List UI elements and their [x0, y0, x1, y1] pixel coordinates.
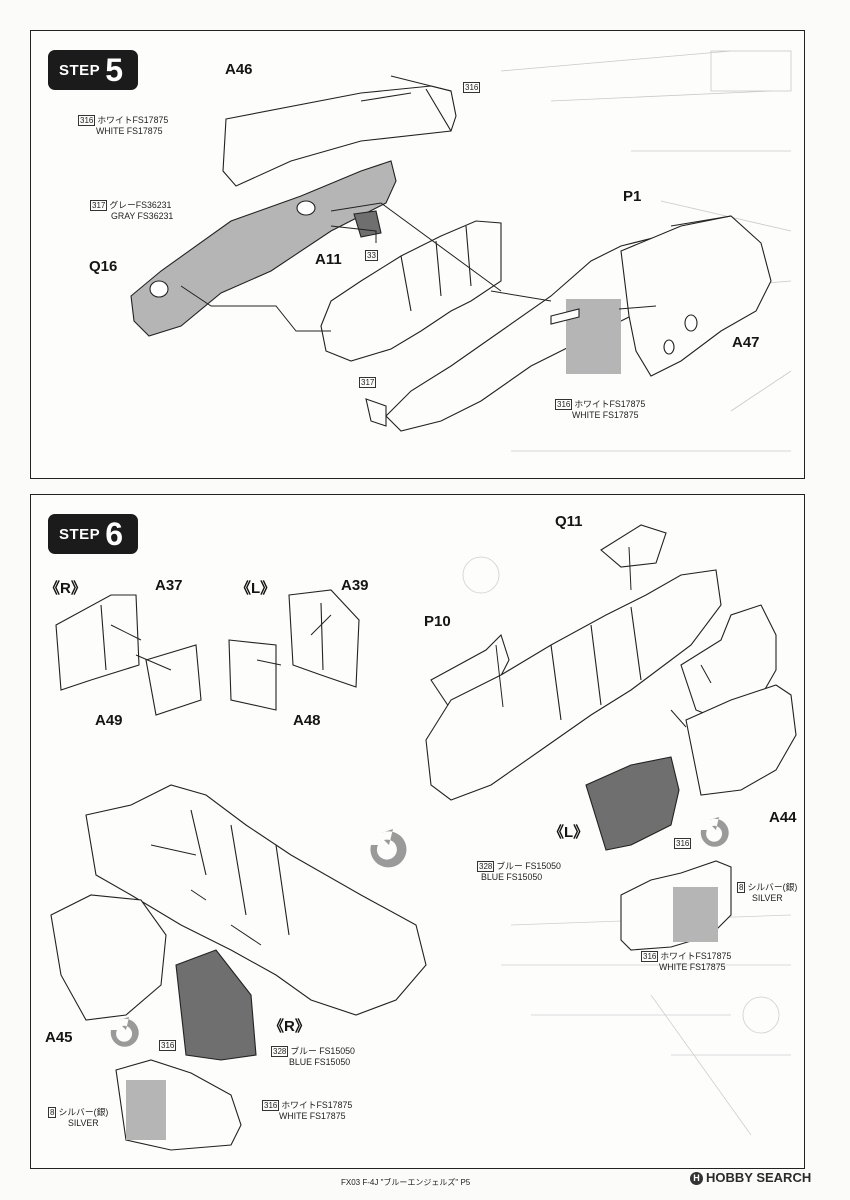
part-label-p1: P1 — [623, 188, 642, 205]
paint-name-en: WHITE FS17875 — [572, 410, 639, 421]
side-label-left: 《L》 — [236, 580, 276, 597]
paint-code: 316 — [159, 1040, 177, 1051]
paint-name-jp: ホワイトFS17875 — [660, 951, 732, 961]
part-label-a47: A47 — [732, 334, 760, 351]
part-label-a11: A11 — [315, 251, 342, 268]
part-label-a48: A48 — [293, 712, 321, 729]
side-label-right: 《R》 — [45, 580, 86, 597]
paint-code: 328 — [477, 861, 495, 873]
paint-code: 33 — [365, 250, 378, 261]
step-number: 6 — [105, 516, 123, 552]
step-5-badge: STEP 5 — [48, 50, 138, 90]
part-label-a39: A39 — [341, 577, 369, 594]
side-label-left: 《L》 — [549, 824, 589, 841]
registered-icon: H — [690, 1172, 703, 1186]
paint-name-jp: グレーFS36231 — [109, 200, 172, 210]
paint-name-jp: ホワイトFS17875 — [574, 399, 646, 409]
side-label-right: 《R》 — [269, 1018, 310, 1035]
paint-name-en: GRAY FS36231 — [111, 211, 174, 222]
part-label-a46: A46 — [225, 61, 253, 78]
part-label-q16: Q16 — [89, 258, 118, 275]
paint-code: 316 — [641, 951, 659, 963]
paint-name-en: WHITE FS17875 — [279, 1111, 346, 1122]
paint-name-en: WHITE FS17875 — [659, 962, 726, 973]
part-label-a45: A45 — [45, 1029, 73, 1046]
part-label-a49: A49 — [95, 712, 123, 729]
paint-code: 328 — [271, 1046, 289, 1058]
part-label-a44: A44 — [769, 809, 797, 826]
step-label: STEP — [59, 525, 101, 543]
paint-name-en: BLUE FS15050 — [481, 872, 543, 883]
step-5-illustration — [130, 50, 792, 452]
step-6-panel: STEP 6 《R》 A37 《L》 A39 A49 A48 Q11 P10 A… — [30, 494, 805, 1169]
paint-name-en: BLUE FS15050 — [289, 1057, 351, 1068]
paint-name-jp: ホワイトFS17875 — [97, 115, 169, 125]
part-label-a37: A37 — [155, 577, 183, 594]
paint-name-en: SILVER — [68, 1118, 99, 1129]
paint-code: 8 — [48, 1107, 57, 1119]
paint-name-jp: ホワイトFS17875 — [281, 1100, 353, 1110]
paint-name-jp: ブルー FS15050 — [290, 1046, 355, 1056]
watermark-text: HOBBY SEARCH — [706, 1170, 812, 1185]
paint-name-jp: シルバー(銀) — [747, 882, 798, 892]
step-6-badge: STEP 6 — [48, 514, 138, 554]
step-6-illustration — [50, 524, 797, 1151]
step-label: STEP — [59, 61, 101, 79]
paint-name-en: SILVER — [752, 893, 783, 904]
step-number: 5 — [105, 52, 123, 88]
paint-code: 316 — [262, 1100, 280, 1112]
paint-code: 316 — [555, 399, 573, 411]
paint-name-jp: シルバー(銀) — [58, 1107, 109, 1117]
paint-code: 317 — [359, 377, 377, 388]
part-label-q11: Q11 — [555, 513, 583, 530]
paint-code: 316 — [78, 115, 96, 127]
paint-name-en: WHITE FS17875 — [96, 126, 163, 137]
part-label-p10: P10 — [424, 613, 451, 630]
paint-code: 316 — [463, 82, 481, 93]
paint-name-jp: ブルー FS15050 — [496, 861, 561, 871]
paint-code: 317 — [90, 200, 108, 212]
paint-code: 316 — [674, 838, 692, 849]
paint-code: 8 — [737, 882, 746, 894]
page-footer: FX03 F-4J "ブルーエンジェルズ" P5 — [341, 1178, 471, 1187]
